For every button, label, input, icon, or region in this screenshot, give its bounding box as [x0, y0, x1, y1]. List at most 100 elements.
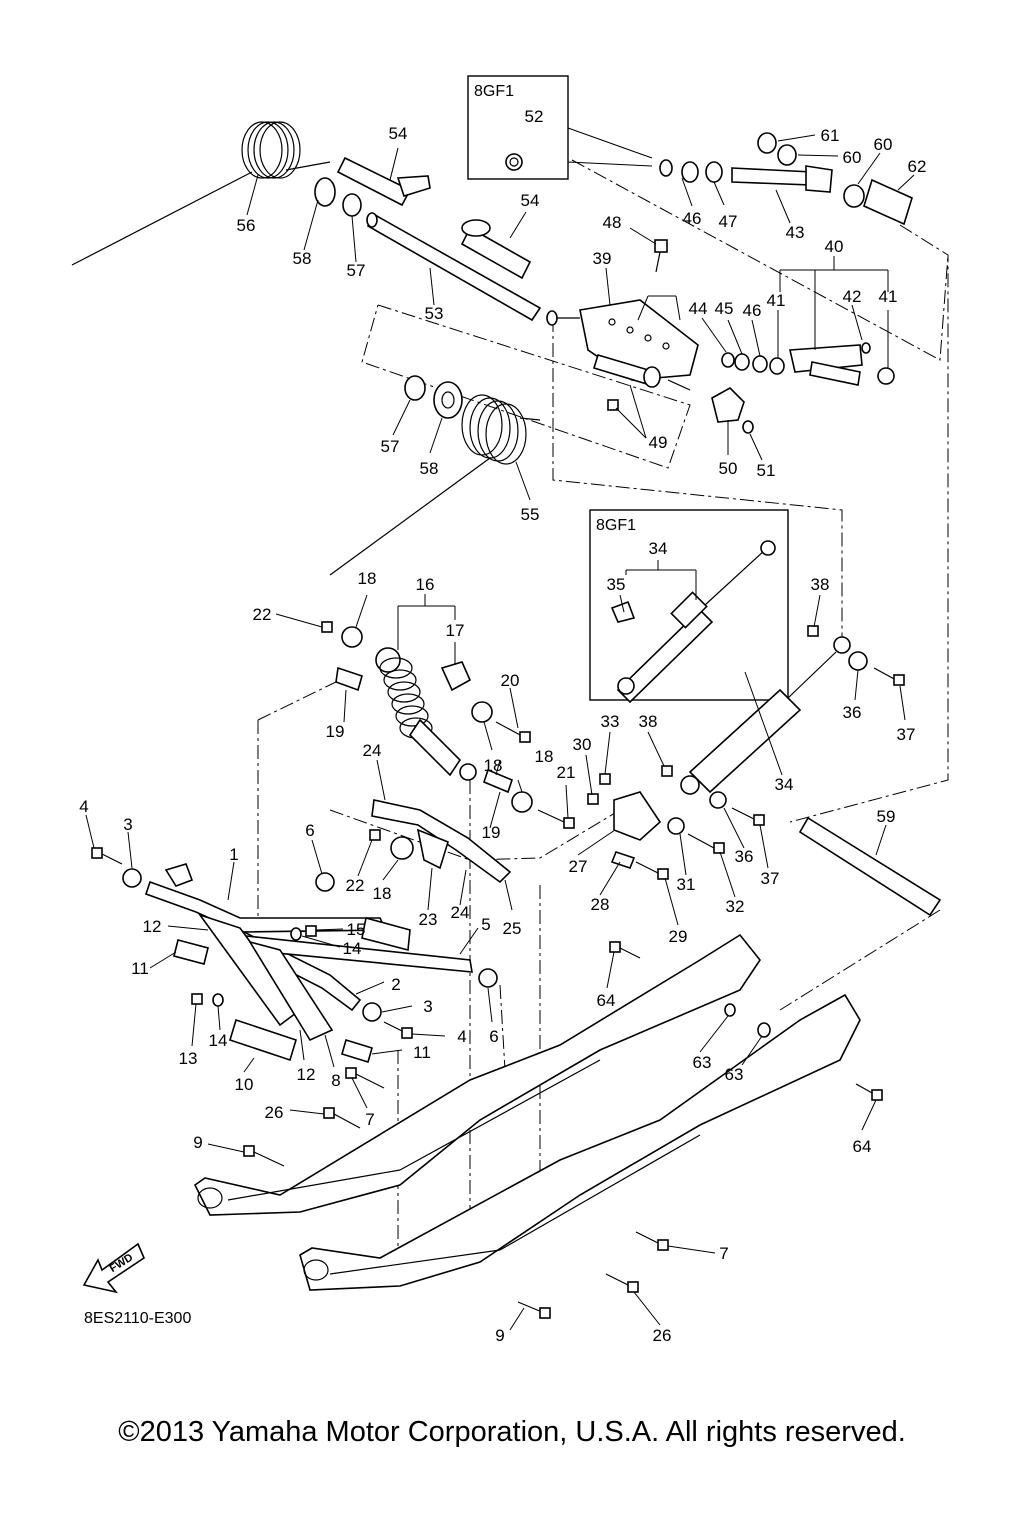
bolt-32	[687, 833, 725, 854]
callout-label: 60	[874, 135, 893, 154]
callout-label: 16	[416, 575, 435, 594]
callout-label: 18	[373, 884, 392, 903]
callout-numbers: 1 2 3 3 4 4 5 6 6 7 7 8 9 9 10 11 11 12 …	[79, 107, 926, 1345]
cover-17	[440, 661, 472, 692]
bushing-36-b	[709, 791, 727, 809]
sleeve-62	[863, 178, 913, 226]
collar-60-b	[843, 184, 865, 208]
arm-assembly-40	[789, 342, 871, 386]
nut-30	[587, 793, 599, 805]
washer-63-a	[724, 1003, 736, 1017]
callout-label: 57	[381, 437, 400, 456]
callout-label: 12	[143, 917, 162, 936]
bolt-9-a	[243, 1145, 285, 1167]
callout-label: 13	[179, 1049, 198, 1068]
callout-label: 24	[363, 741, 382, 760]
callout-label: 6	[305, 821, 314, 840]
collar-41-b	[877, 367, 895, 385]
shock-absorber-16	[375, 647, 477, 781]
torsion-spring-55	[329, 394, 541, 576]
callout-label: 17	[446, 621, 465, 640]
callout-label: 25	[503, 919, 522, 938]
callout-label: 37	[761, 869, 780, 888]
callout-label: 7	[719, 1244, 728, 1263]
callout-label: 22	[346, 876, 365, 895]
bolt-9-b	[517, 1301, 551, 1319]
callout-label: 1	[229, 845, 238, 864]
callout-label: 48	[603, 213, 622, 232]
callout-label: 58	[420, 459, 439, 478]
callout-label: 37	[897, 725, 916, 744]
callout-label: 59	[877, 807, 896, 826]
bushing-57-mid	[404, 375, 426, 401]
washer-46-mid	[752, 355, 768, 373]
washer-14-a	[212, 993, 224, 1007]
collar-41-a	[769, 357, 785, 375]
bracket-39	[546, 299, 699, 391]
copyright-notice: ©2013 Yamaha Motor Corporation, U.S.A. A…	[118, 1416, 906, 1448]
callout-label: 49	[649, 433, 668, 452]
callout-label: 9	[495, 1326, 504, 1345]
callout-label: 45	[715, 299, 734, 318]
collar-19-b	[483, 768, 513, 794]
torsion-spring-56	[71, 121, 331, 266]
callout-label: 64	[853, 1137, 872, 1156]
callout-label: 14	[209, 1031, 228, 1050]
variant-code: 8GF1	[474, 83, 514, 100]
callout-label: 39	[593, 249, 612, 268]
collar-11-a	[173, 939, 209, 965]
callout-label: 7	[365, 1110, 374, 1129]
callout-label: 57	[347, 261, 366, 280]
variant-box-top: 8GF1	[467, 75, 653, 180]
shaft-43	[731, 165, 833, 193]
callout-label: 5	[481, 915, 490, 934]
bolt-37-a	[873, 667, 905, 686]
washer-63-b	[757, 1022, 771, 1038]
callout-label: 11	[131, 959, 149, 978]
callout-label: 60	[843, 148, 862, 167]
callout-label: 52	[525, 107, 544, 126]
callout-label: 54	[389, 124, 408, 143]
nut-13	[191, 993, 203, 1005]
washer-51	[742, 420, 754, 434]
callout-label: 29	[669, 927, 688, 946]
callout-label: 64	[597, 991, 616, 1010]
callout-label: 20	[501, 671, 520, 690]
callout-label: 58	[293, 249, 312, 268]
bolt-7-a	[635, 1231, 669, 1251]
bolt-64-a	[609, 941, 641, 959]
callout-label: 23	[419, 910, 438, 929]
callout-label: 14	[343, 939, 362, 958]
callout-label: 3	[123, 815, 132, 834]
callout-label: 31	[677, 875, 696, 894]
callout-label: 47	[719, 212, 738, 231]
callout-label: 44	[689, 299, 708, 318]
cover-54-b	[460, 219, 532, 280]
bracket-27	[613, 791, 662, 841]
bushing-18-d	[390, 836, 414, 860]
cover-54-a	[336, 156, 431, 207]
bolt-26-b	[605, 1273, 639, 1293]
callout-label: 62	[908, 157, 927, 176]
bushing-18-b	[471, 701, 493, 723]
callout-label: 22	[253, 605, 272, 624]
callout-label: 41	[767, 291, 786, 310]
callout-label: 46	[743, 301, 762, 320]
nut-22-b	[369, 829, 381, 841]
bushing-61	[757, 132, 777, 154]
callout-label: 15	[347, 920, 366, 939]
bolt-4-b	[383, 1021, 413, 1039]
collar-60-a	[777, 144, 797, 166]
callout-label: 19	[482, 823, 501, 842]
callout-label: 43	[786, 223, 805, 242]
bolt-21	[537, 809, 575, 829]
bushing-3-a	[122, 868, 142, 888]
washer-44	[721, 352, 735, 368]
callout-label: 61	[821, 126, 840, 145]
shaft-53	[366, 212, 542, 322]
collar-31	[667, 817, 685, 835]
forward-direction-arrow: FWD	[82, 1242, 145, 1294]
callout-label: 55	[521, 505, 540, 524]
slide-rail-right	[299, 993, 861, 1291]
callout-label: 26	[265, 1103, 284, 1122]
